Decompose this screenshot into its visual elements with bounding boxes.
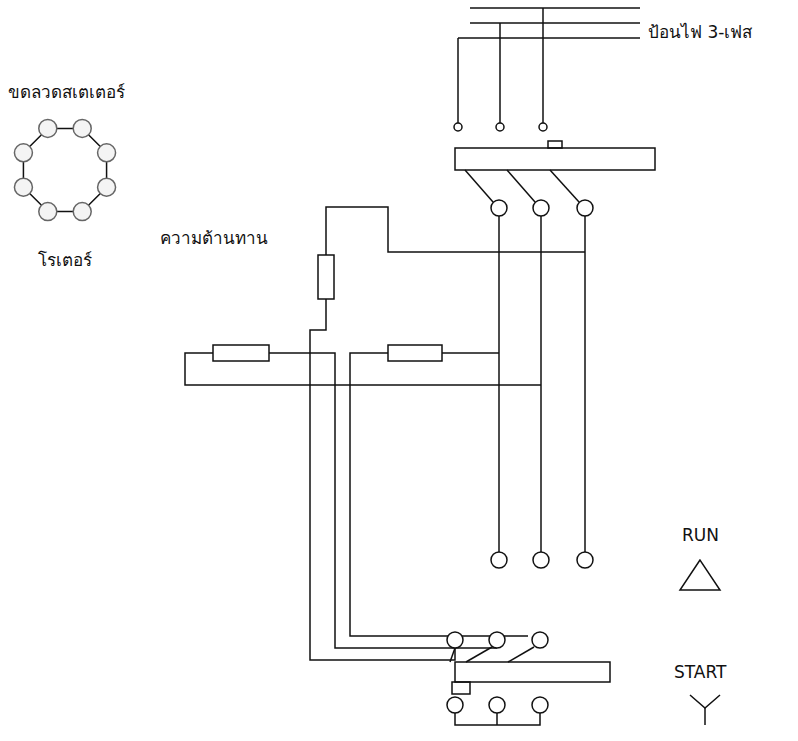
winding-coil bbox=[39, 119, 57, 137]
winding-coil bbox=[73, 203, 91, 221]
winding-coil bbox=[73, 119, 91, 137]
resistor-label: ความต้านทาน bbox=[158, 228, 270, 248]
stator-winding bbox=[14, 119, 115, 220]
start-label: START bbox=[672, 662, 728, 682]
winding-coil bbox=[98, 178, 116, 196]
run-label: RUN bbox=[680, 525, 721, 545]
winding-coil bbox=[14, 144, 32, 162]
stator-label: ขดลวดสเตเตอร์ bbox=[6, 82, 127, 102]
winding-coil bbox=[14, 178, 32, 196]
resistor-symbol bbox=[213, 345, 269, 361]
supply-label: ป้อนไฟ 3-เฟส bbox=[646, 22, 754, 42]
winding-outline bbox=[23, 128, 106, 211]
winding-coil bbox=[98, 144, 116, 162]
rotor-label: โรเตอร์ bbox=[36, 250, 94, 270]
resistor-symbol bbox=[388, 345, 442, 361]
resistor-symbol bbox=[318, 255, 334, 299]
winding-coil bbox=[39, 203, 57, 221]
